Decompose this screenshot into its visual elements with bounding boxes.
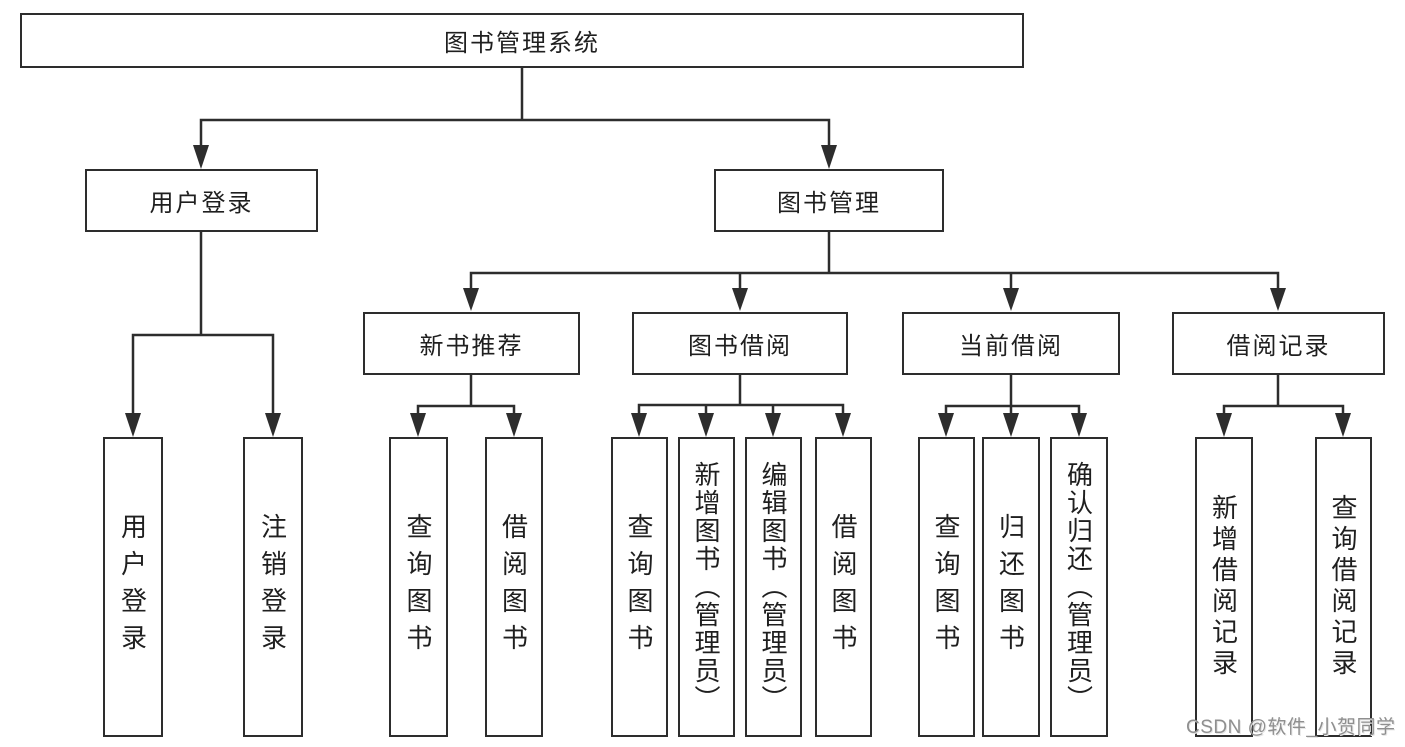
leaf-label: 查询图书 — [931, 513, 961, 661]
leaf-label: 查询图书 — [624, 513, 654, 661]
arrow-down-icon — [1335, 413, 1351, 437]
arrow-down-icon — [732, 288, 748, 311]
leaf-query-book-borrow: 查询图书 — [611, 437, 668, 737]
arrow-down-icon — [1003, 288, 1019, 311]
leaf-user-login: 用户登录 — [103, 437, 163, 737]
arrow-down-icon — [821, 145, 837, 169]
arrow-down-icon — [265, 413, 281, 437]
leaf-label: 确认归还（管理员） — [1063, 461, 1094, 713]
node-book-borrow: 图书借阅 — [632, 312, 848, 375]
arrow-down-icon — [1003, 413, 1019, 437]
arrow-down-icon — [1270, 288, 1286, 311]
leaf-add-borrow-record: 新增借阅记录 — [1195, 437, 1253, 737]
leaf-add-book-admin: 新增图书（管理员） — [678, 437, 735, 737]
arrow-down-icon — [125, 413, 141, 437]
node-root-library-system: 图书管理系统 — [20, 13, 1024, 68]
leaf-label: 新增图书（管理员） — [691, 461, 721, 713]
leaf-query-borrow-record: 查询借阅记录 — [1315, 437, 1372, 737]
leaf-label: 借阅图书 — [498, 513, 529, 661]
leaf-logout: 注销登录 — [243, 437, 303, 737]
node-current-borrow: 当前借阅 — [902, 312, 1120, 375]
leaf-label: 用户登录 — [117, 513, 148, 661]
arrow-down-icon — [631, 413, 647, 437]
arrow-down-icon — [506, 413, 522, 437]
leaf-borrow-book-recommend: 借阅图书 — [485, 437, 543, 737]
leaf-confirm-return-admin: 确认归还（管理员） — [1050, 437, 1108, 737]
leaf-edit-book-admin: 编辑图书（管理员） — [745, 437, 802, 737]
leaf-label: 新增借阅记录 — [1208, 494, 1239, 680]
leaf-label: 注销登录 — [257, 513, 288, 661]
arrow-down-icon — [765, 413, 781, 437]
leaf-borrow-book: 借阅图书 — [815, 437, 872, 737]
arrow-down-icon — [193, 145, 209, 169]
arrow-down-icon — [938, 413, 954, 437]
arrow-down-icon — [835, 413, 851, 437]
leaf-label: 归还图书 — [995, 513, 1026, 661]
arrow-down-icon — [463, 288, 479, 311]
leaf-label: 查询图书 — [403, 513, 433, 661]
leaf-query-book-current: 查询图书 — [918, 437, 975, 737]
arrow-down-icon — [1071, 413, 1087, 437]
node-new-book-recommend: 新书推荐 — [363, 312, 580, 375]
node-book-management: 图书管理 — [714, 169, 944, 232]
node-user-login: 用户登录 — [85, 169, 318, 232]
connector-lines — [131, 68, 1345, 414]
arrow-down-icon — [1216, 413, 1232, 437]
arrowheads — [125, 145, 1351, 437]
leaf-return-book: 归还图书 — [982, 437, 1040, 737]
arrow-down-icon — [698, 413, 714, 437]
csdn-watermark: CSDN @软件_小贺同学 — [1186, 717, 1396, 738]
arrow-down-icon — [410, 413, 426, 437]
leaf-label: 借阅图书 — [828, 513, 858, 661]
node-borrow-records: 借阅记录 — [1172, 312, 1385, 375]
leaf-query-book-recommend: 查询图书 — [389, 437, 448, 737]
leaf-label: 查询借阅记录 — [1328, 494, 1358, 680]
leaf-label: 编辑图书（管理员） — [758, 461, 788, 713]
